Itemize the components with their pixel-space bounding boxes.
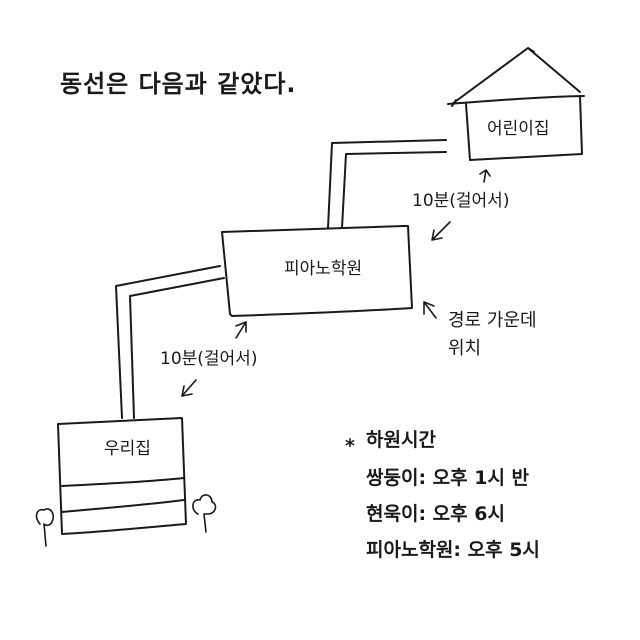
home-building: 우리집 — [57, 417, 187, 535]
dismissal-schedule: * 하원시간 쌍둥이: 오후 1시 반 현욱이: 오후 6시 피아노학원: 오후… — [345, 429, 540, 561]
arrow-down-left-icon — [181, 379, 197, 397]
lower-route-label: 10분(걸어서) — [160, 349, 257, 369]
home-floor-line-2 — [61, 499, 185, 513]
position-note-line1: 경로 가운데 — [448, 310, 537, 331]
schedule-row-twins: 쌍둥이: 오후 1시 반 — [366, 467, 530, 489]
piano-academy-box — [221, 225, 413, 317]
arrow-up-left-icon — [423, 301, 437, 319]
page-title: 동선은 다음과 같았다. — [60, 70, 297, 98]
schedule-row-piano: 피아노학원: 오후 5시 — [366, 539, 540, 561]
route-path-top-inner — [341, 151, 447, 229]
position-note-line2: 위치 — [448, 338, 481, 359]
home-label: 우리집 — [104, 439, 151, 459]
daycare-label: 어린이집 — [487, 119, 550, 139]
route-path-bottom-outer — [115, 265, 221, 419]
daycare-eave — [447, 95, 585, 105]
route-path-top-outer — [327, 139, 447, 229]
schedule-bullet: * — [345, 435, 355, 457]
tree-right-icon — [192, 494, 217, 533]
daycare-wall — [465, 95, 583, 161]
piano-academy-label: 피아노학원 — [284, 259, 362, 279]
tree-left-icon — [35, 508, 55, 547]
home-box — [57, 417, 187, 535]
home-floor-line-1 — [61, 477, 185, 487]
arrow-up-right-icon — [235, 321, 247, 339]
schedule-row-hyunuk: 현욱이: 오후 6시 — [366, 503, 505, 525]
piano-academy-building: 피아노학원 — [221, 225, 413, 317]
schedule-heading: 하원시간 — [366, 429, 436, 451]
daycare-building: 어린이집 — [447, 47, 585, 161]
upper-route-label: 10분(걸어서) — [412, 191, 509, 211]
route-path-bottom-inner — [129, 277, 225, 419]
arrow-down-left-icon — [431, 221, 451, 241]
arrow-up-icon — [479, 169, 491, 183]
